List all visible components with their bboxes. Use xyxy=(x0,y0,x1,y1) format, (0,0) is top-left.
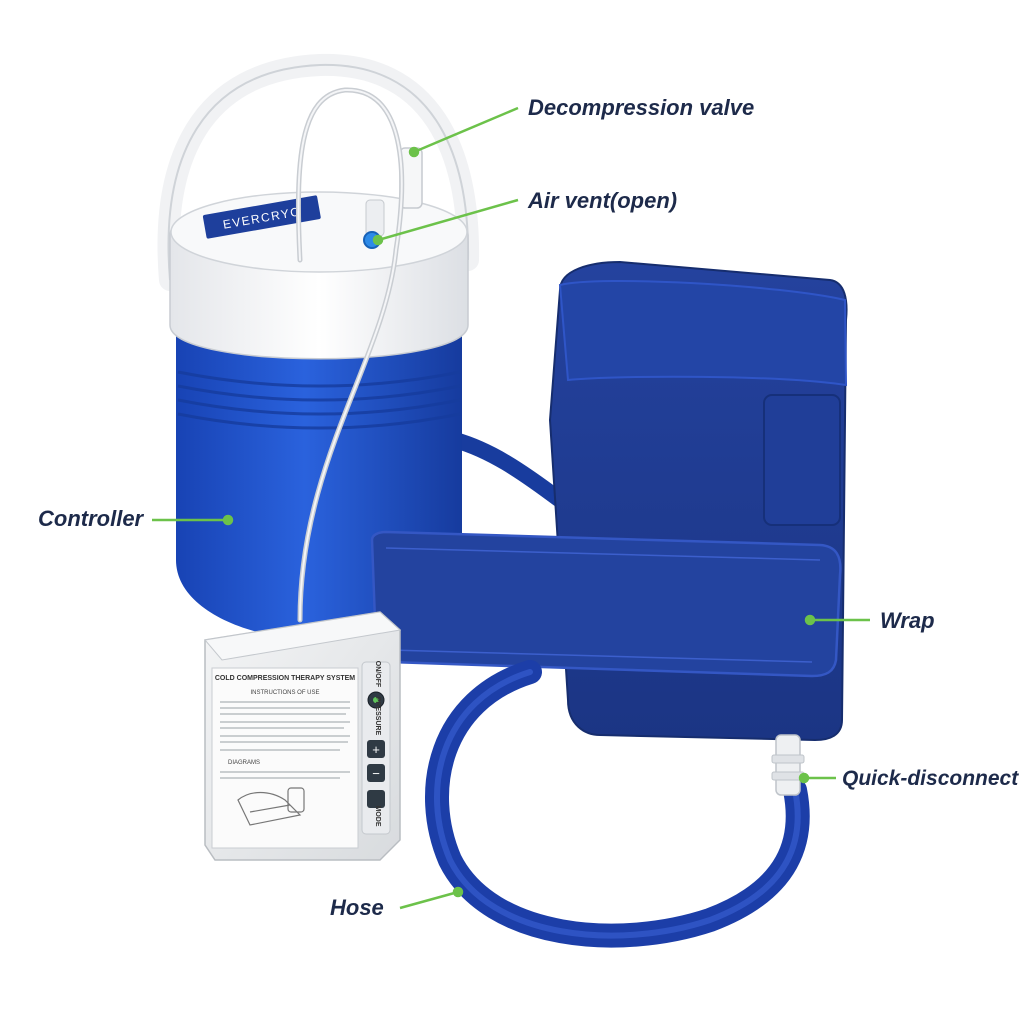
callout-lines xyxy=(152,106,870,910)
cooler-controller: EVERCRYO xyxy=(157,53,480,640)
instructions-heading: INSTRUCTIONS OF USE xyxy=(250,690,319,696)
pressure-plus-button xyxy=(367,740,385,758)
cooler-ribs xyxy=(177,370,461,430)
callout-hose: Hose xyxy=(330,895,384,920)
diagrams-heading: DIAGRAMS xyxy=(228,760,260,766)
wrap-velcro-flap xyxy=(763,394,841,526)
control-box-title: COLD COMPRESSION THERAPY SYSTEM xyxy=(215,675,355,682)
instruction-lines xyxy=(220,701,350,751)
mode-button xyxy=(367,790,385,808)
power-label: ON/OFF xyxy=(374,661,381,688)
callout-decompression-valve: Decompression valve xyxy=(528,95,755,120)
callout-controller: Controller xyxy=(38,506,144,531)
pressure-label: PRESSURE xyxy=(374,697,381,736)
wrap xyxy=(370,260,848,742)
plus-symbol: + xyxy=(372,742,380,757)
rear-hose xyxy=(447,432,568,508)
pressure-minus-button xyxy=(367,764,385,782)
callout-quick-disconnect: Quick-disconnect xyxy=(842,767,1019,790)
diagram-sketch xyxy=(237,787,305,826)
control-box: COLD COMPRESSION THERAPY SYSTEM INSTRUCT… xyxy=(204,611,402,861)
quick-disconnect-coupler xyxy=(771,734,805,796)
mode-label: MODE xyxy=(374,806,381,827)
minus-symbol: − xyxy=(372,766,380,781)
callout-air-vent: Air vent(open) xyxy=(528,188,678,213)
callout-wrap: Wrap xyxy=(880,608,935,633)
